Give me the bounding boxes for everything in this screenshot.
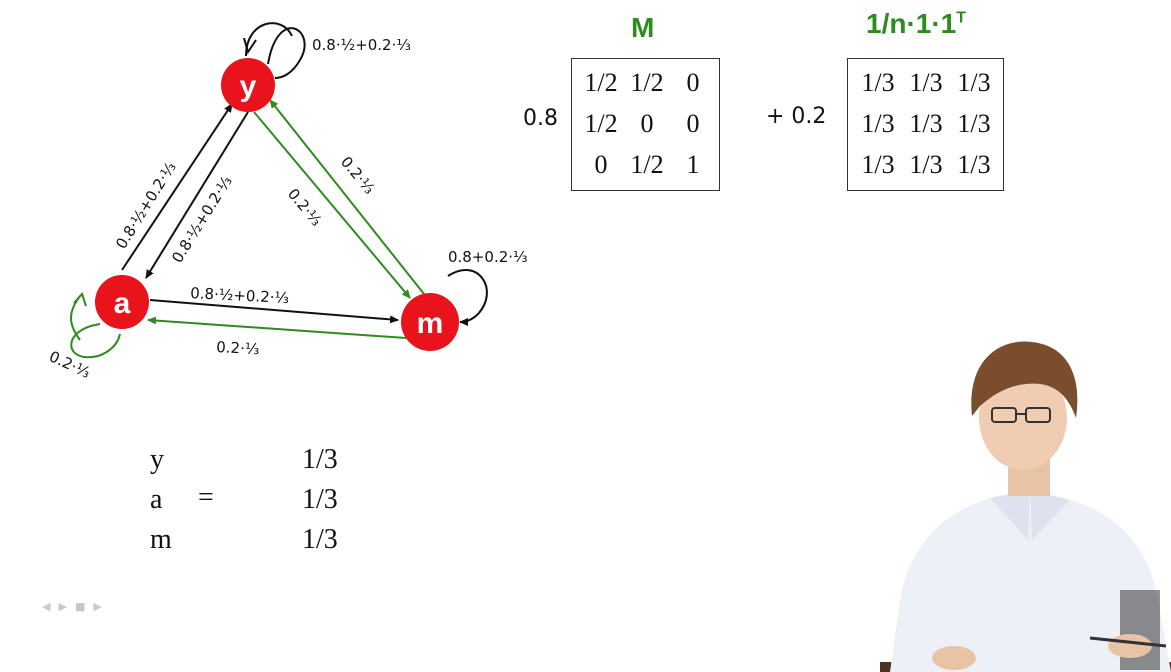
label-y-to-m: 0.2·⅓ xyxy=(284,185,326,230)
matrix-teleport-cell: 1/3 xyxy=(909,109,943,138)
matrix-teleport-cell: 1/3 xyxy=(909,68,943,97)
play-icon[interactable]: ▶ xyxy=(58,600,67,613)
matrix-teleport: 1/3 1/3 1/3 1/3 1/3 1/3 1/3 1/3 1/3 xyxy=(847,58,1004,191)
rank-vector-value-a: 1/3 xyxy=(302,484,338,515)
matrix-teleport-cell: 1/3 xyxy=(909,150,943,179)
rank-vector-name-y: y xyxy=(150,444,164,475)
edge-a-self xyxy=(70,323,121,359)
edge-m-to-a xyxy=(147,316,407,339)
matrix-teleport-cell: 1/3 xyxy=(957,150,991,179)
stop-icon[interactable]: ■ xyxy=(74,600,86,613)
matrix-m-cell: 1/2 xyxy=(584,109,618,138)
matrix-teleport-coefficient: + 0.2 xyxy=(766,104,827,129)
rank-vector-value-y: 1/3 xyxy=(302,444,338,475)
edge-y-self-head xyxy=(243,37,257,55)
matrix-m-cell: 1/2 xyxy=(584,68,618,97)
matrix-teleport-cell: 1/3 xyxy=(957,68,991,97)
matrix-teleport-cell: 1/3 xyxy=(957,109,991,138)
rank-vector-name-m: m xyxy=(150,524,172,555)
label-a-to-m: 0.8·½+0.2·⅓ xyxy=(190,284,290,307)
svg-text:a: a xyxy=(114,287,131,320)
matrix-teleport-cell: 1/3 xyxy=(861,109,895,138)
svg-text:y: y xyxy=(240,70,257,103)
rank-vector-equals: = xyxy=(198,482,214,513)
matrix-m-cell: 0 xyxy=(594,150,608,179)
edge-a-to-m xyxy=(149,299,399,324)
edge-y-self xyxy=(267,27,306,79)
matrix-teleport-title: 1/n·1·1T xyxy=(866,8,966,40)
matrix-m-title: M xyxy=(631,12,655,43)
edge-a-self-tail xyxy=(70,295,81,341)
edge-a-to-y xyxy=(121,103,233,271)
matrix-m-cell: 0 xyxy=(640,109,654,138)
rank-vector-name-a: a xyxy=(150,484,163,515)
edge-m-self xyxy=(447,269,488,326)
player-controls[interactable]: ◀ ▶ ■ ▶ xyxy=(42,601,102,613)
edge-y-self-arrow xyxy=(245,22,293,57)
label-m-to-a: 0.2·⅓ xyxy=(216,338,260,358)
label-m-self: 0.8+0.2·⅓ xyxy=(448,248,528,266)
svg-text:m: m xyxy=(417,307,444,340)
matrix-m-cell: 1/2 xyxy=(630,150,664,179)
forward-icon[interactable]: ▶ xyxy=(93,600,102,613)
edge-m-to-y xyxy=(269,99,425,295)
edge-y-to-a xyxy=(145,111,249,279)
graph-diagram: y a m 0.8·½+0.2·⅓ 0.8·½+0.2·⅓ 0.8·½+0.2·… xyxy=(46,22,528,382)
node-m: m xyxy=(401,293,459,351)
presenter-video xyxy=(880,341,1171,672)
matrix-m-cell: 1 xyxy=(686,150,700,179)
node-y: y xyxy=(221,58,275,112)
edge-y-to-m xyxy=(253,111,411,299)
matrix-teleport-title-sup: T xyxy=(956,9,967,27)
matrix-m-cell: 1/2 xyxy=(630,68,664,97)
matrix-m-coefficient: 0.8 xyxy=(523,106,558,131)
node-a: a xyxy=(95,275,149,329)
matrix-teleport-cell: 1/3 xyxy=(861,150,895,179)
label-y-self: 0.8·½+0.2·⅓ xyxy=(312,36,411,54)
matrix-m: 1/2 1/2 0 1/2 0 0 0 1/2 1 xyxy=(571,58,720,191)
label-a-self: 0.2·⅓ xyxy=(46,347,93,382)
rewind-icon[interactable]: ◀ xyxy=(42,600,51,613)
rank-vector-value-m: 1/3 xyxy=(302,524,338,555)
matrix-m-cell: 0 xyxy=(686,109,700,138)
matrix-teleport-cell: 1/3 xyxy=(861,68,895,97)
matrix-teleport-title-main: 1/n·1·1 xyxy=(866,8,957,39)
matrix-m-cell: 0 xyxy=(686,68,700,97)
